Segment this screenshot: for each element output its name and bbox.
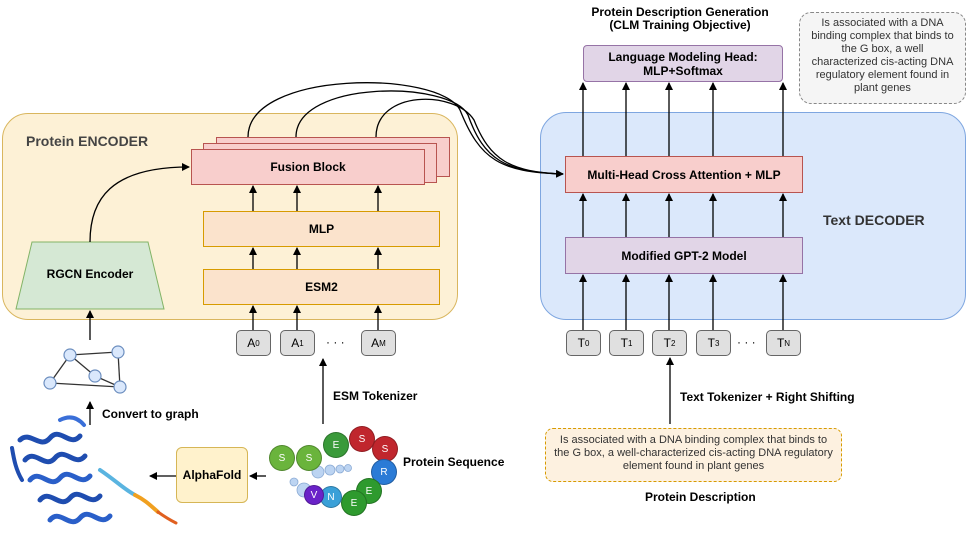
generation-title-line1: Protein Description Generation	[591, 5, 769, 19]
residue-s1: S	[269, 445, 295, 471]
generation-title-line2: (CLM Training Objective)	[609, 18, 751, 32]
lm-head-block: Language Modeling Head: MLP+Softmax	[583, 45, 783, 82]
protein-structure-icon	[10, 415, 178, 525]
encoder-token-ellipsis: · · ·	[326, 335, 345, 349]
residue-s4: S	[372, 436, 398, 462]
protein-description-label: Protein Description	[645, 490, 756, 504]
esm-tokenizer-label: ESM Tokenizer	[333, 389, 418, 403]
text-tokenizer-label: Text Tokenizer + Right Shifting	[680, 390, 855, 404]
generated-description: Is associated with a DNA binding complex…	[799, 12, 966, 104]
cross-attention-block: Multi-Head Cross Attention + MLP	[565, 156, 803, 193]
gpt2-block: Modified GPT-2 Model	[565, 237, 803, 274]
text-decoder-region	[540, 112, 966, 320]
residue-e3: E	[341, 490, 367, 516]
residue-n: N	[320, 486, 342, 508]
encoder-title: Protein ENCODER	[26, 133, 149, 149]
residue-e1: E	[323, 432, 349, 458]
generation-title: Protein Description Generation (CLM Trai…	[560, 6, 800, 32]
residue-s2: S	[296, 445, 322, 471]
lm-head-line1: Language Modeling Head:	[608, 49, 758, 64]
input-description: Is associated with a DNA binding complex…	[545, 428, 842, 482]
mlp-block: MLP	[203, 211, 440, 247]
fusion-block: Fusion Block	[191, 149, 425, 185]
protein-sequence-label: Protein Sequence	[403, 455, 505, 469]
residue-v: V	[304, 485, 324, 505]
decoder-token-ellipsis: · · ·	[737, 335, 756, 349]
convert-graph-label: Convert to graph	[102, 407, 199, 421]
alphafold-block: AlphaFold	[176, 447, 248, 503]
residue-s3: S	[349, 426, 375, 452]
decoder-title: Text DECODER	[823, 212, 925, 228]
rgcn-encoder: RGCN Encoder	[46, 267, 134, 281]
esm2-block: ESM2	[203, 269, 440, 305]
graph-icon	[49, 351, 121, 388]
lm-head-line2: MLP+Softmax	[643, 63, 723, 78]
